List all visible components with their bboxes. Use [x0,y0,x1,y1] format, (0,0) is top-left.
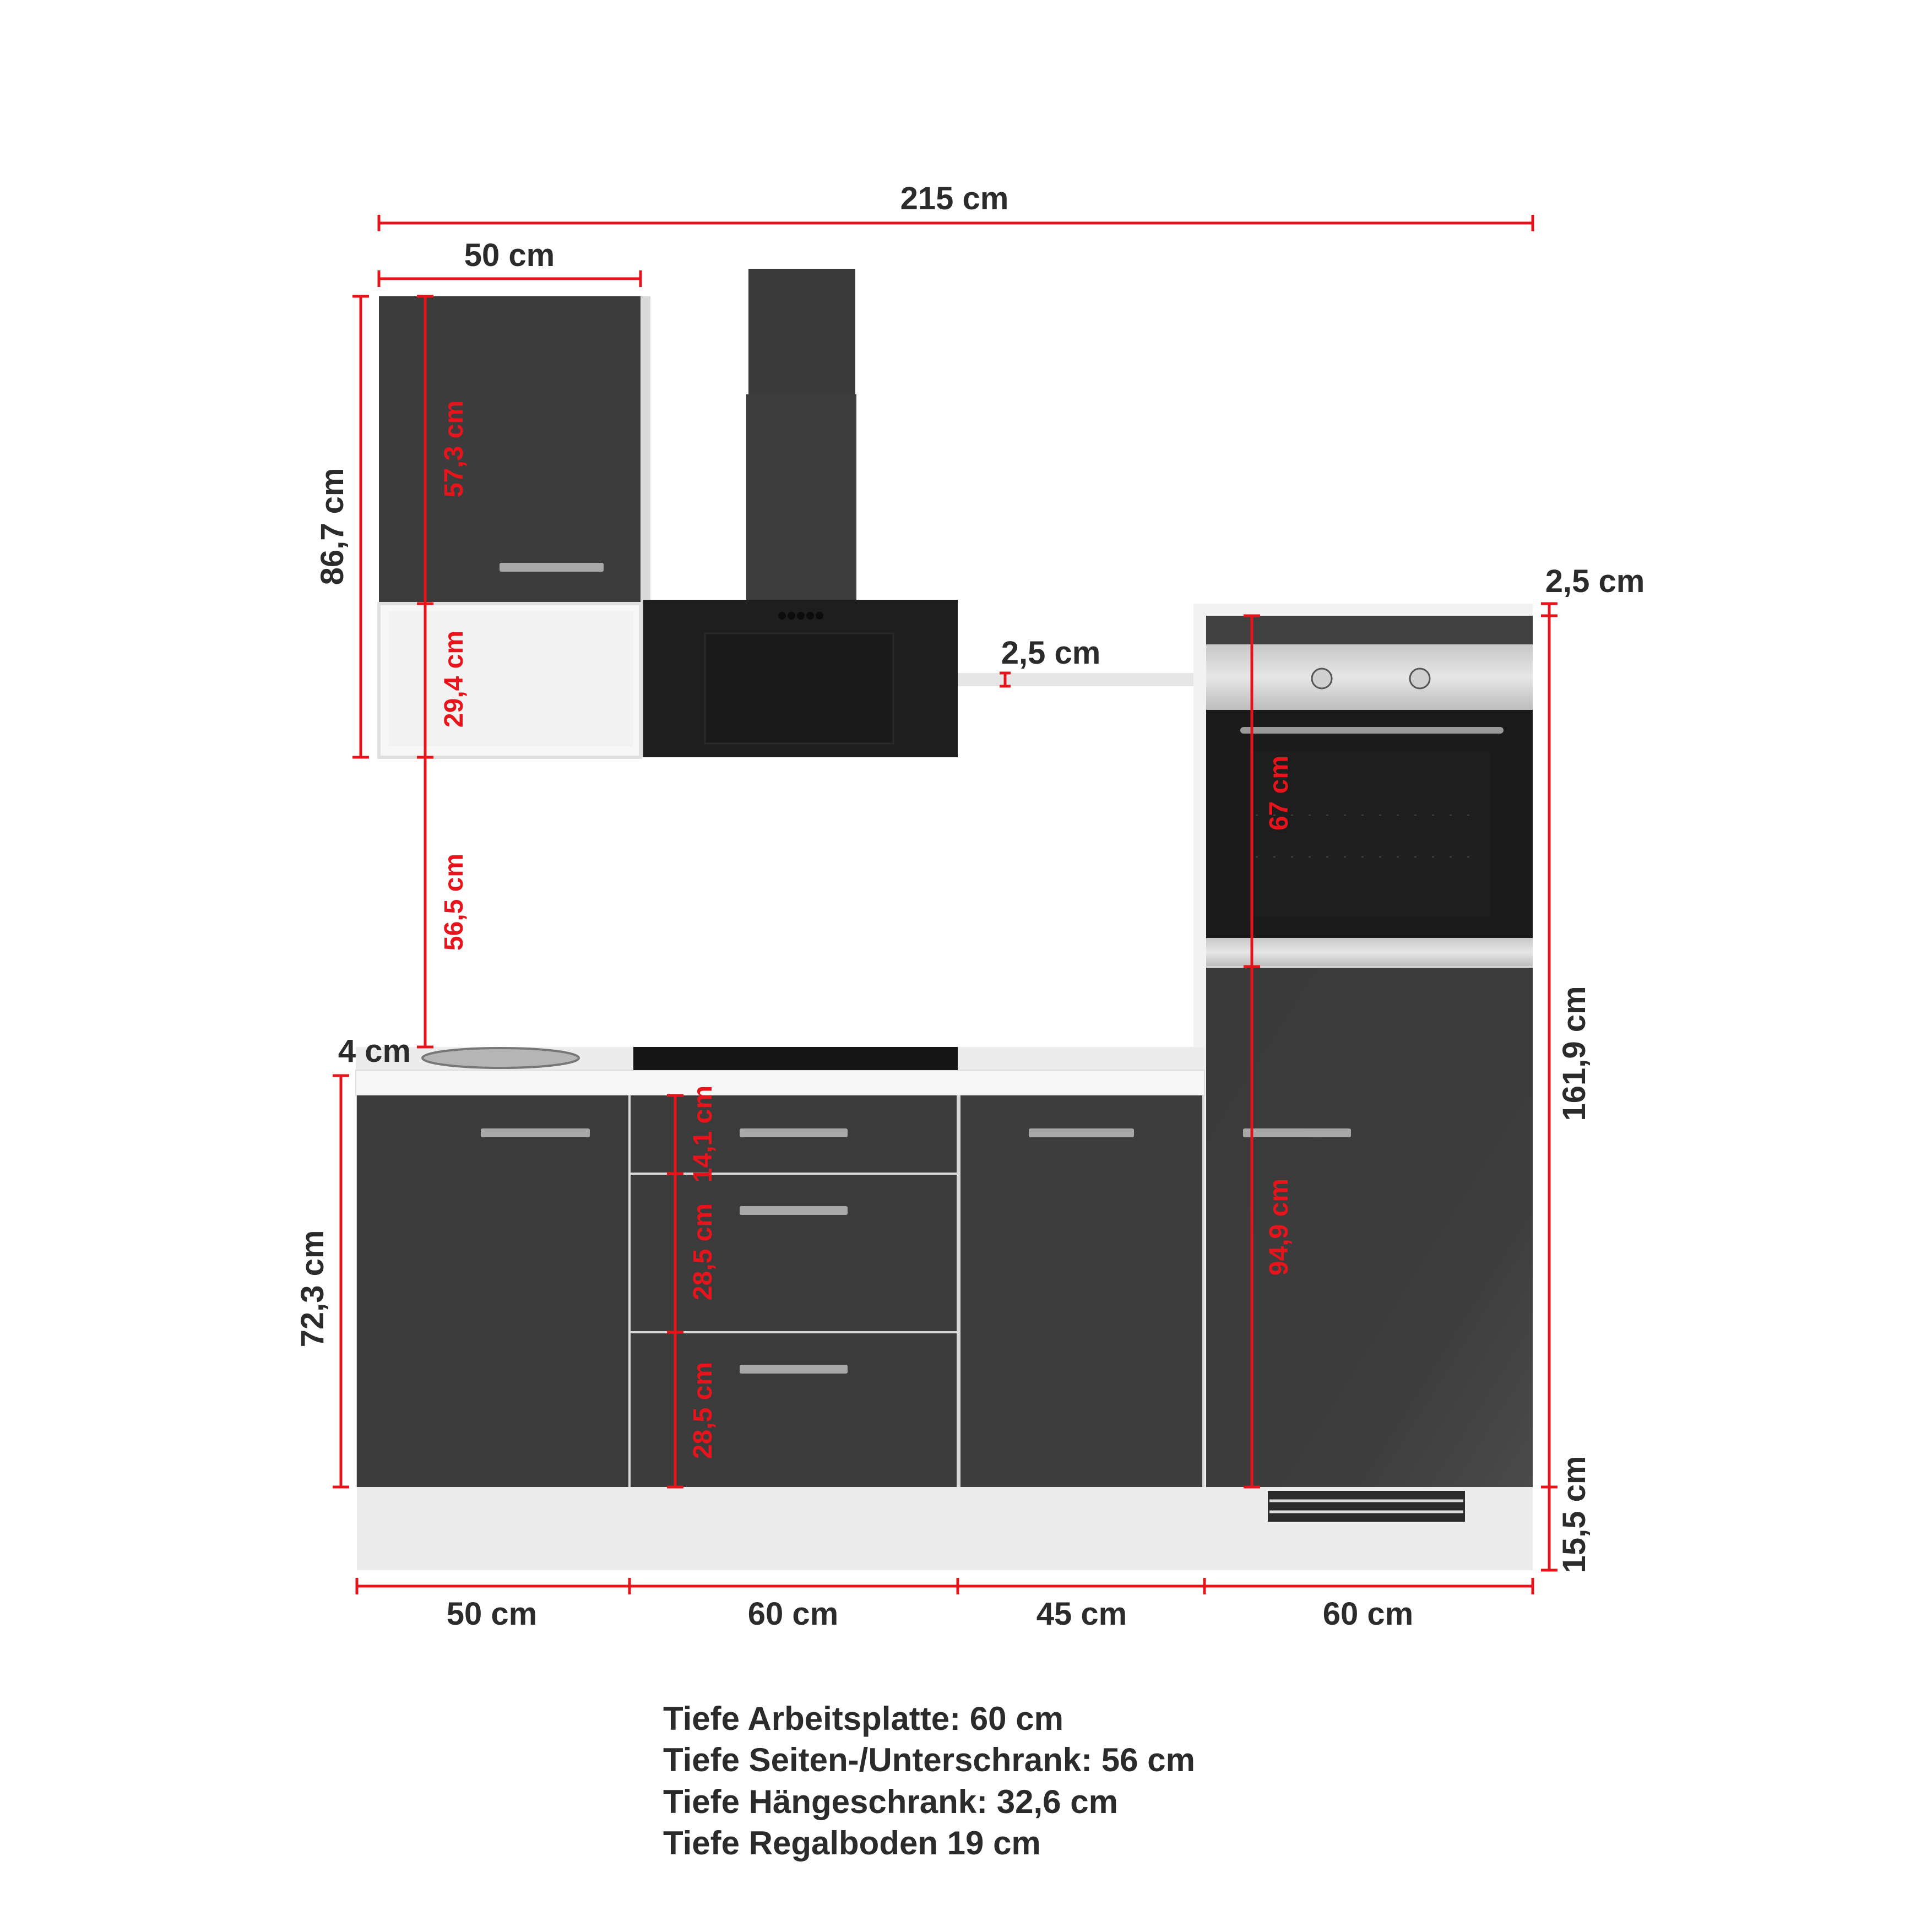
tall-door-handle[interactable] [1243,1128,1351,1137]
hood-buttons-icon[interactable] [778,612,823,620]
label-total-width: 215 cm [900,181,1009,216]
handle[interactable] [740,1128,848,1137]
label-plinth: 15,5 cm [1556,1456,1592,1573]
extractor-hood [643,269,958,757]
note-line: Tiefe Seiten-/Unterschrank: 56 cm [663,1741,1195,1778]
note-line: Tiefe Regalboden 19 cm [663,1825,1041,1862]
drawer-bottom[interactable] [631,1333,957,1487]
label-shelf-thickness: 2,5 cm [1001,635,1101,671]
dimension-lines [333,215,1557,1594]
label-tall-top: 2,5 cm [1545,563,1645,599]
label-drawer-top: 14,1 cm [688,1086,718,1182]
label-oven: 67 cm [1265,756,1294,831]
wall-shelf [958,673,1196,686]
label-bottom-width: 60 cm [1323,1596,1413,1632]
label-bottom-width: 45 cm [1036,1596,1127,1632]
handle[interactable] [740,1206,848,1215]
upper-cabinet-door[interactable] [379,296,641,604]
handle[interactable] [481,1128,590,1137]
label-tall-door: 94,9 cm [1265,1179,1294,1276]
oven-knob-temperature-icon[interactable] [1409,667,1431,690]
oven-knob-function-icon[interactable] [1311,667,1333,690]
label-worktop: 4 cm [338,1033,411,1069]
label-bottom-width: 50 cm [447,1596,537,1632]
label-upper-shelf: 29,4 cm [439,631,469,728]
label-bottom-width: 60 cm [748,1596,838,1632]
tall-cabinet-door[interactable] [1206,968,1533,1487]
label-upper-door: 57,3 cm [439,400,469,497]
handle[interactable] [1029,1128,1134,1137]
worktop [355,1047,1205,1096]
oven-control-panel [1206,644,1533,710]
tall-cabinet [1193,604,1533,1487]
depth-notes: Tiefe Arbeitsplatte: 60 cm Tiefe Seiten-… [663,1700,1195,1862]
label-drawer-bottom: 28,5 cm [688,1362,718,1459]
label-upper-width: 50 cm [464,237,555,273]
label-drawer-middle: 28,5 cm [688,1203,718,1300]
label-upper-height: 86,7 cm [314,468,350,585]
label-gap: 56,5 cm [439,854,469,951]
upper-door-handle[interactable] [500,563,604,572]
cooktop [633,1047,958,1070]
note-line: Tiefe Arbeitsplatte: 60 cm [663,1700,1063,1737]
note-line: Tiefe Hängeschrank: 32,6 cm [663,1783,1118,1820]
sink [421,1047,580,1069]
base-door-50[interactable] [357,1095,628,1487]
base-cabinets [356,1095,1533,1570]
base-door-45[interactable] [960,1095,1202,1487]
handle[interactable] [740,1365,848,1374]
oven-handle[interactable] [1240,727,1504,734]
label-tall-height: 161,9 cm [1556,986,1592,1121]
label-base-height: 72,3 cm [295,1230,330,1348]
vent-grille-icon [1268,1491,1465,1522]
upper-cabinet [377,296,650,759]
drawer-middle[interactable] [631,1175,957,1331]
